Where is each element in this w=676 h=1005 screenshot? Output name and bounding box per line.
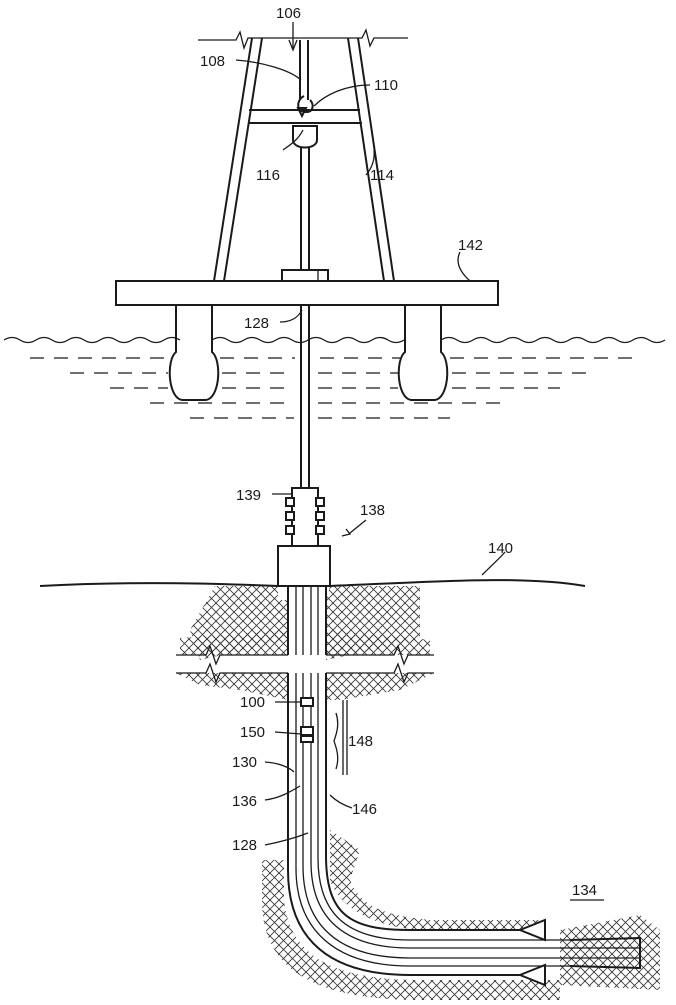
label-142: 142 xyxy=(458,237,483,254)
label-138: 138 xyxy=(360,502,385,519)
tool-components xyxy=(300,697,314,743)
label-128-bottom: 128 xyxy=(232,837,257,854)
label-116: 116 xyxy=(256,167,280,184)
wellbore-upper xyxy=(287,586,327,655)
formation-upper xyxy=(176,630,434,700)
formation-lower xyxy=(262,830,660,1000)
leader-lines xyxy=(235,22,604,901)
zone-146 xyxy=(342,700,348,775)
label-134: 134 xyxy=(572,882,597,899)
label-146: 146 xyxy=(352,801,377,818)
hoisting-assembly xyxy=(292,40,318,149)
wellbore-lower xyxy=(287,673,641,987)
label-136: 136 xyxy=(232,793,257,810)
label-130: 130 xyxy=(232,754,257,771)
label-140: 140 xyxy=(488,540,513,557)
label-114: 114 xyxy=(370,167,394,184)
blowout-preventer xyxy=(277,487,331,587)
label-139: 139 xyxy=(236,487,261,504)
label-128-top: 128 xyxy=(244,315,269,332)
label-110: 110 xyxy=(374,77,398,94)
labels: 106 108 110 116 114 142 128 139 138 140 … xyxy=(200,5,597,899)
seabed xyxy=(39,579,586,660)
riser xyxy=(300,305,310,490)
label-100: 100 xyxy=(240,694,265,711)
label-106: 106 xyxy=(276,5,301,22)
label-150: 150 xyxy=(240,724,265,741)
label-148: 148 xyxy=(348,733,373,750)
water xyxy=(3,336,666,419)
derrick-frame xyxy=(198,28,408,282)
drill-string-upper xyxy=(281,148,329,282)
platform xyxy=(115,280,499,401)
label-108: 108 xyxy=(200,53,225,70)
